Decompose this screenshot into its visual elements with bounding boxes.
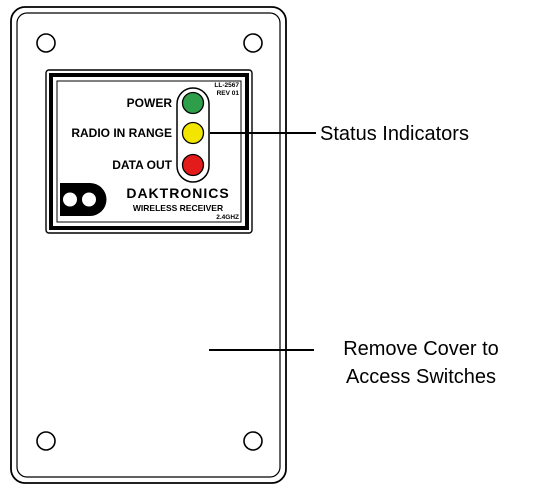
switches-callout-line2: Access Switches — [346, 366, 496, 388]
indicator-label-power: POWER — [127, 96, 173, 110]
led-radio — [181, 121, 205, 145]
screw-hole-bottom-right — [243, 431, 263, 451]
status-callout-text: Status Indicators — [320, 123, 469, 145]
frequency: 2.4GHZ — [216, 214, 239, 221]
label-faceplate: LL-2567 REV 01 POWER RADIO IN RANGE DATA… — [45, 69, 253, 234]
product-name: WIRELESS RECEIVER — [133, 203, 223, 213]
daktronics-logo-icon — [60, 183, 107, 216]
led-data — [181, 153, 205, 177]
revision: REV 01 — [217, 90, 240, 97]
enclosure-inner — [16, 12, 281, 478]
indicator-label-data: DATA OUT — [112, 158, 172, 172]
label-inner-border — [56, 80, 242, 223]
led-power — [181, 91, 205, 115]
screw-hole-top-left — [36, 33, 56, 53]
switches-callout-line1: Remove Cover to — [343, 338, 499, 360]
brand-name: DAKTRONICS — [126, 185, 229, 201]
screw-hole-top-right — [243, 33, 263, 53]
screw-hole-bottom-left — [36, 431, 56, 451]
part-number: LL-2567 — [214, 82, 239, 89]
indicator-label-radio: RADIO IN RANGE — [71, 126, 172, 140]
